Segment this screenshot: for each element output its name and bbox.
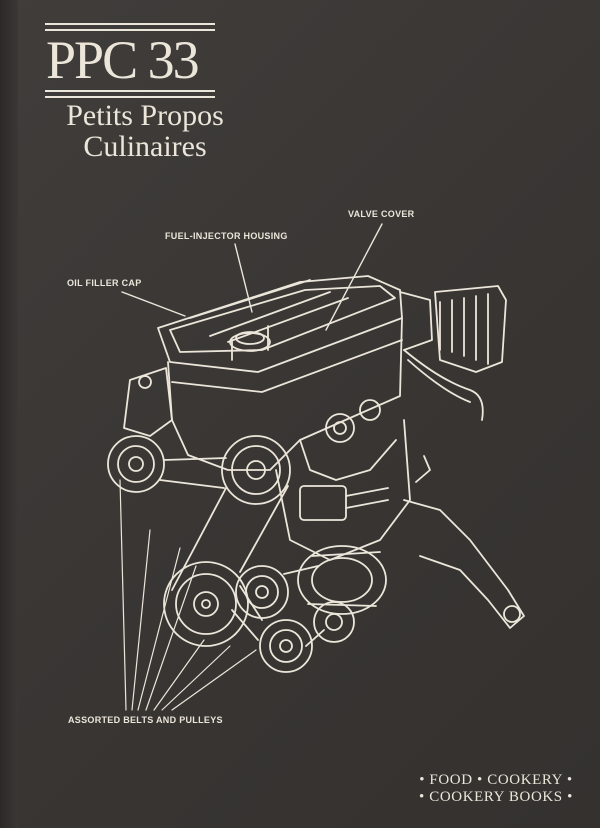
masthead-rule-top (45, 23, 215, 25)
masthead-rule-top-second (45, 29, 215, 31)
footer-line-2: • COOKERY BOOKS • (419, 789, 573, 805)
journal-subtitle: Petits Propos Culinaires (45, 100, 245, 162)
callout-valve-cover: VALVE COVER (348, 209, 415, 219)
subtitle-line-2: Culinaires (83, 130, 207, 163)
masthead-rule-bottom-second (45, 96, 215, 98)
subtitle-line-1: Petits Propos (66, 99, 224, 132)
callout-oil-filler-cap: OIL FILLER CAP (67, 278, 142, 288)
spine-shadow (0, 0, 18, 828)
masthead-title: PPC 33 (46, 30, 200, 90)
footer-line-1: • FOOD • COOKERY • (419, 772, 573, 788)
masthead-rule-bottom (45, 90, 215, 92)
callout-belts-and-pulleys: ASSORTED BELTS AND PULLEYS (68, 715, 223, 725)
footer-tagline: • FOOD • COOKERY • • COOKERY BOOKS • (412, 772, 580, 806)
callout-fuel-injector-housing: FUEL-INJECTOR HOUSING (165, 231, 288, 241)
